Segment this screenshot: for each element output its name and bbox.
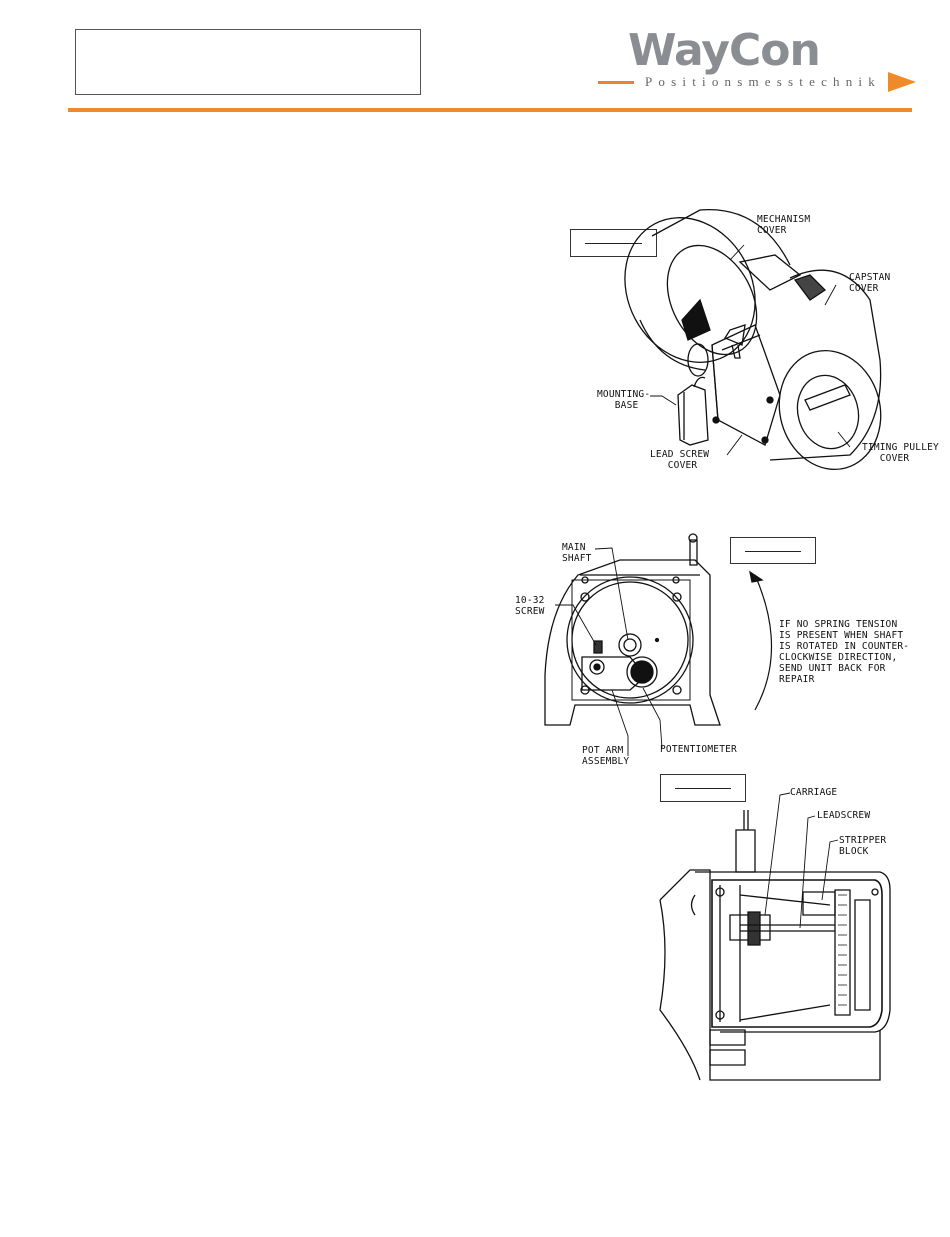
label-carriage: CARRIAGE bbox=[790, 787, 838, 798]
logo-wordmark: WayCon bbox=[628, 25, 821, 76]
figure-2-caption-box bbox=[730, 537, 816, 564]
label-stripper-block: STRIPPER BLOCK bbox=[839, 835, 887, 857]
label-mechanism-cover: MECHANISM COVER bbox=[757, 214, 811, 236]
label-potentiometer: POTENTIOMETER bbox=[660, 744, 737, 755]
label-leadscrew: LEADSCREW bbox=[817, 810, 871, 821]
header-rule bbox=[68, 108, 912, 112]
logo-accent-bar bbox=[598, 81, 634, 84]
logo-arrow-icon bbox=[888, 72, 916, 92]
figure-3-caption-box bbox=[660, 774, 746, 802]
label-10-32-screw: 10-32 SCREW bbox=[515, 595, 545, 617]
figure-1-caption-box bbox=[570, 229, 657, 257]
label-main-shaft: MAIN SHAFT bbox=[562, 542, 592, 564]
label-lead-screw-cover: LEAD SCREW COVER bbox=[650, 449, 710, 471]
logo-tagline: Positionsmesstechnik bbox=[645, 74, 881, 89]
spring-tension-note: IF NO SPRING TENSION IS PRESENT WHEN SHA… bbox=[779, 619, 910, 685]
label-pot-arm-assembly: POT ARM ASSEMBLY bbox=[582, 745, 630, 767]
label-capstan-cover: CAPSTAN COVER bbox=[849, 272, 891, 294]
label-mounting-base: MOUNTING- BASE bbox=[597, 389, 651, 411]
label-timing-pulley-cover: TIMING PULLEY COVER bbox=[862, 442, 939, 464]
document-title-box bbox=[75, 29, 421, 95]
